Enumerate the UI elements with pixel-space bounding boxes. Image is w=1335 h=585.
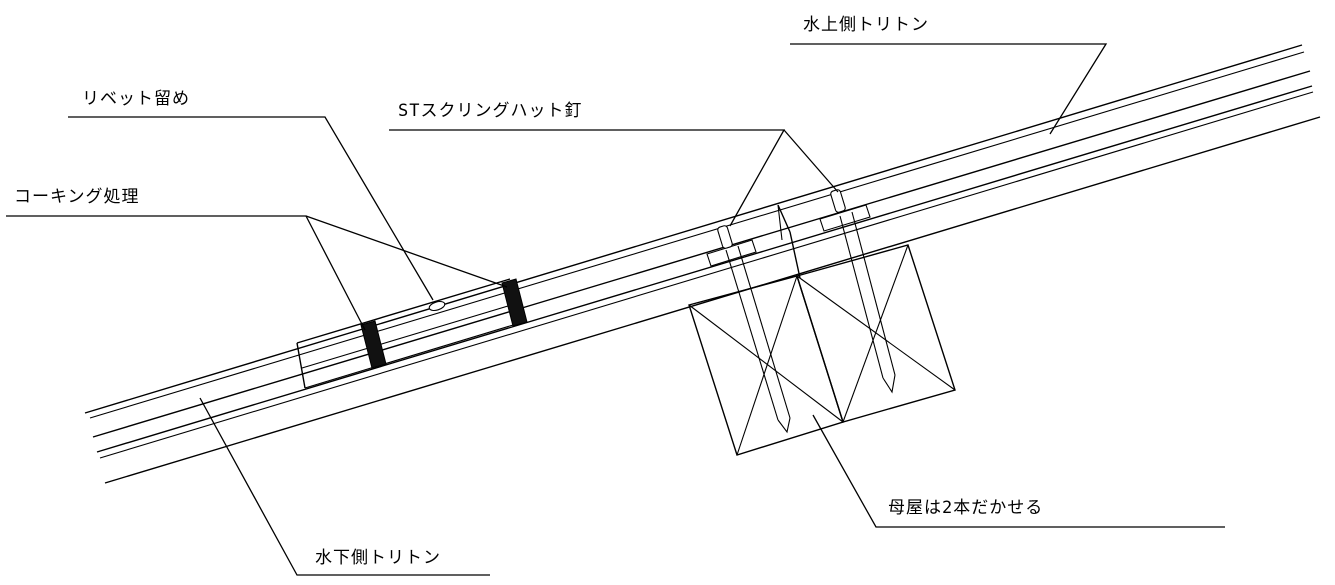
label-lower-tritone: 水下側トリトン xyxy=(315,548,441,568)
purlin-right xyxy=(796,244,956,423)
washer-left xyxy=(706,239,757,267)
leader-caulking-b xyxy=(305,215,508,288)
label-st-nail: STスクリングハット釘 xyxy=(398,101,582,121)
panel-bottom-line xyxy=(104,116,1321,484)
lower-joint-inner xyxy=(301,302,519,369)
leader-rivet xyxy=(68,116,434,301)
label-rivet: リベット留め xyxy=(82,89,190,109)
leader-upper-tritone xyxy=(790,43,1108,135)
panel-mid-line xyxy=(92,70,1311,438)
caulking-block-right xyxy=(501,278,528,327)
leader-st-nail-a xyxy=(389,129,786,227)
panel-mid-line-3 xyxy=(99,91,1314,459)
leader-purlin xyxy=(812,414,1225,528)
leader-caulking-a xyxy=(6,215,366,331)
label-upper-tritone: 水上側トリトン xyxy=(803,15,929,35)
panel-top-line-2 xyxy=(89,51,1305,419)
caulking-block-left xyxy=(360,320,387,369)
washer-right xyxy=(819,204,871,232)
leader-lower-tritone xyxy=(199,397,490,576)
label-purlin: 母屋は2本だかせる xyxy=(888,498,1043,518)
roof-panel-lines xyxy=(84,44,1321,484)
panel-top-line xyxy=(84,44,1303,414)
panel-mid-line-2 xyxy=(96,85,1313,453)
upper-joint-end xyxy=(789,231,801,279)
lower-joint-bottom xyxy=(304,321,524,389)
lower-joint-end xyxy=(296,342,306,389)
upper-joint-step xyxy=(777,204,791,233)
lower-joint-top xyxy=(296,278,511,344)
lower-joint xyxy=(296,278,524,389)
nail-left-icon xyxy=(717,225,791,434)
label-caulking: コーキング処理 xyxy=(14,187,140,207)
upper-joint-inner xyxy=(777,204,783,241)
leader-st-nail-b xyxy=(783,129,839,193)
rivet-icon xyxy=(428,300,446,312)
nail-right-icon xyxy=(830,189,896,394)
upper-joint xyxy=(777,204,801,279)
